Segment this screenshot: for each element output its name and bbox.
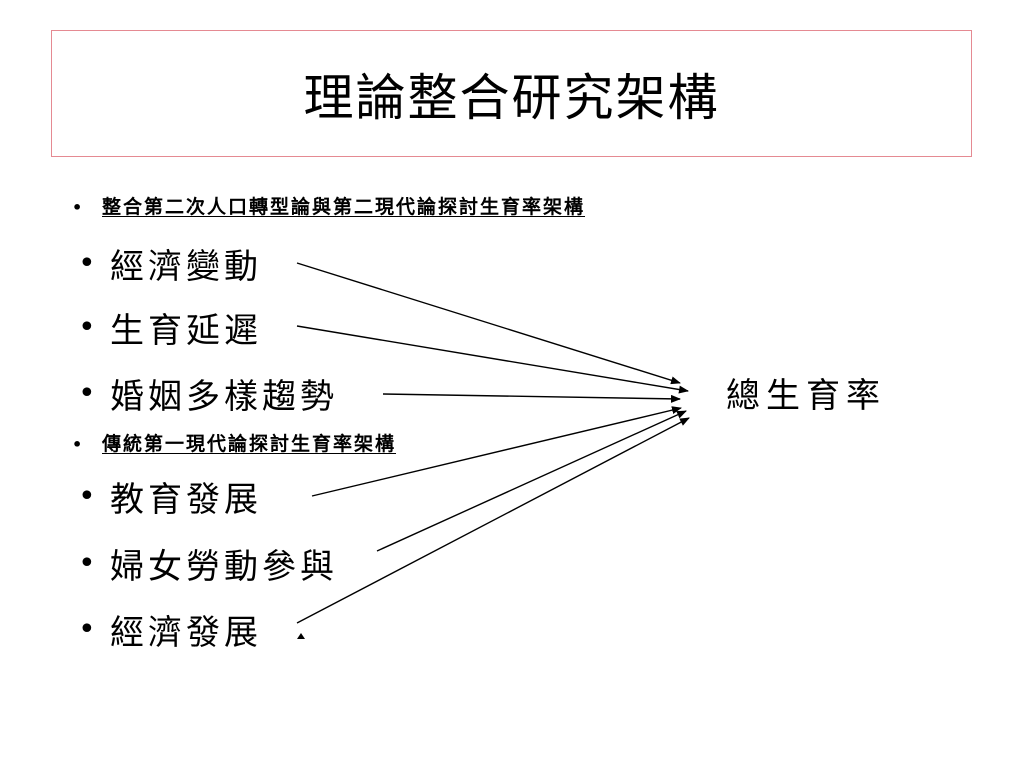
factor-marriage-diversity: • 婚姻多樣趨勢 bbox=[78, 371, 338, 417]
factor-education-development: • 教育發展 bbox=[78, 474, 262, 520]
factor-label: 生育延遲 bbox=[110, 310, 262, 351]
arrow-female-labor-participation bbox=[376, 410, 687, 552]
section-label: 整合第二次人口轉型論與第二現代論探討生育率架構 bbox=[102, 196, 586, 218]
factor-label: 經濟變動 bbox=[110, 246, 262, 287]
bullet-icon: • bbox=[78, 309, 100, 345]
title-box: 理論整合研究架構 bbox=[51, 30, 972, 157]
factor-economic-development: • 經濟發展 bbox=[78, 607, 262, 653]
bullet-icon: • bbox=[78, 375, 100, 411]
bullet-icon: • bbox=[72, 198, 83, 217]
target-total-fertility-rate: 總生育率 bbox=[726, 376, 886, 416]
section-header-second-modernity: • 整合第二次人口轉型論與第二現代論探討生育率架構 bbox=[72, 192, 585, 219]
arrow-marriage-diversity bbox=[382, 393, 681, 403]
factor-fertility-delay: • 生育延遲 bbox=[78, 305, 262, 351]
factor-label: 經濟發展 bbox=[110, 612, 262, 653]
factor-label: 婚姻多樣趨勢 bbox=[110, 376, 338, 417]
bullet-icon: • bbox=[78, 611, 100, 647]
arrow-fertility-delay bbox=[296, 325, 689, 394]
factor-label: 教育發展 bbox=[110, 479, 262, 520]
section-header-first-modernity: • 傳統第一現代論探討生育率架構 bbox=[72, 429, 396, 456]
bullet-icon: • bbox=[78, 478, 100, 514]
factor-label: 婦女勞動參與 bbox=[110, 546, 338, 587]
arrow-economic-change bbox=[296, 262, 681, 385]
bullet-icon: • bbox=[72, 435, 83, 454]
factor-female-labor-participation: • 婦女勞動參與 bbox=[78, 541, 338, 587]
slide-title: 理論整合研究架構 bbox=[303, 68, 720, 127]
factor-economic-change: • 經濟變動 bbox=[78, 241, 262, 287]
bullet-icon: • bbox=[78, 545, 100, 581]
section-label: 傳統第一現代論探討生育率架構 bbox=[102, 433, 397, 455]
triangle-marker-icon bbox=[297, 633, 305, 639]
bullet-icon: • bbox=[78, 245, 100, 281]
